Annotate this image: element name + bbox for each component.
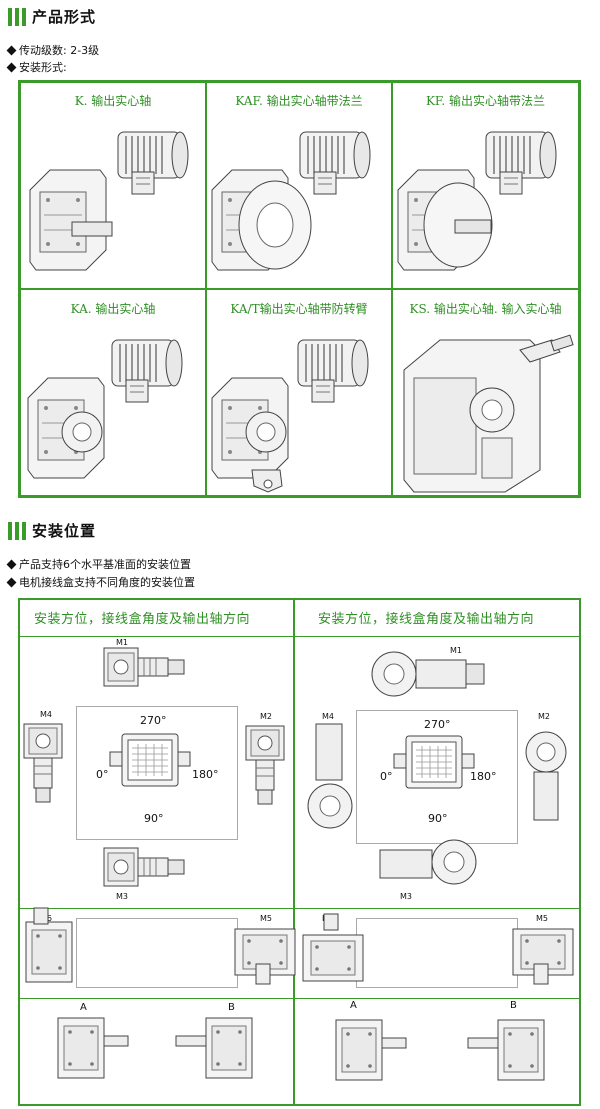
gearmotor-solid-shaft-icon bbox=[29, 131, 189, 271]
gearmotor-m4-icon bbox=[307, 723, 353, 829]
mounting-drawings bbox=[23, 647, 574, 1081]
gearmotor-m6-icon bbox=[302, 913, 364, 982]
section-header-product-forms: 产品形式 bbox=[8, 6, 96, 27]
pos-m2-label: M2 bbox=[538, 712, 550, 721]
product-label: KA. 输出实心轴 bbox=[70, 302, 156, 316]
angle-90-label: 90° bbox=[428, 812, 448, 825]
product-label: KF. 输出实心轴带法兰 bbox=[425, 94, 546, 108]
shaft-side-b-icon bbox=[175, 1017, 253, 1079]
angle-270-label: 270° bbox=[424, 718, 451, 731]
product-card-k: K. 输出实心轴 bbox=[20, 82, 206, 289]
product-drawings bbox=[27, 131, 574, 493]
shaft-side-b-label: B bbox=[510, 1000, 517, 1011]
section-title: 安装位置 bbox=[32, 522, 97, 540]
panel-divider bbox=[20, 998, 579, 999]
gearmotor-m5-icon bbox=[234, 928, 296, 985]
gearmotor-center-icon bbox=[393, 735, 475, 789]
product-card-ks: KS. 输出实心轴. 输入实心轴 bbox=[392, 289, 579, 496]
shaft-side-a-label: A bbox=[80, 1002, 87, 1013]
product-card-kaf: KAF. 输出实心轴带法兰 bbox=[206, 82, 392, 289]
product-label: KA/T输出实心轴带防转臂 bbox=[230, 302, 368, 316]
gearmotor-hollow-icon bbox=[27, 339, 183, 479]
angle-270-label: 270° bbox=[140, 714, 167, 727]
angle-90-label: 90° bbox=[144, 812, 164, 825]
shaft-side-b-label: B bbox=[228, 1002, 235, 1013]
product-label: KS. 输出实心轴. 输入实心轴 bbox=[409, 302, 562, 316]
product-grid: K. 输出实心轴 KAF. 输出实心轴带法兰 KF. 输出实心轴带法兰 KA. … bbox=[18, 80, 581, 498]
shaft-side-a-icon bbox=[335, 1019, 407, 1081]
product-label: K. 输出实心轴 bbox=[74, 94, 152, 108]
gearmotor-m5-icon bbox=[512, 928, 574, 985]
gearmotor-m1-icon bbox=[103, 647, 185, 687]
pos-m1-label: M1 bbox=[450, 646, 462, 655]
pos-m1-label: M1 bbox=[116, 638, 128, 647]
bullet-mount-form: 安装形式: bbox=[6, 59, 67, 75]
panel-divider bbox=[20, 636, 579, 637]
reducer-solid-input-icon bbox=[403, 334, 574, 493]
gearmotor-m6-icon bbox=[25, 907, 73, 983]
blank-box-left bbox=[76, 918, 238, 988]
pos-m5-label: M5 bbox=[536, 914, 548, 923]
bullet-stages: 传动级数: 2-3级 bbox=[6, 42, 99, 58]
gearmotor-flange-shaft-icon bbox=[397, 131, 557, 271]
gearmotor-m3-icon bbox=[379, 839, 477, 885]
panel-divider-vertical bbox=[293, 600, 295, 1104]
angle-180-label: 180° bbox=[192, 768, 219, 781]
pos-m2-label: M2 bbox=[260, 712, 272, 721]
diamond-bullet-icon bbox=[6, 577, 17, 587]
gearmotor-torque-arm-icon bbox=[211, 339, 369, 493]
pos-m5-label: M5 bbox=[260, 914, 272, 923]
angle-0-label: 0° bbox=[96, 768, 109, 781]
product-card-kf: KF. 输出实心轴带法兰 bbox=[392, 82, 579, 289]
diamond-bullet-icon bbox=[6, 559, 17, 569]
shaft-side-a-label: A bbox=[350, 1000, 357, 1011]
shaft-side-b-icon bbox=[467, 1019, 545, 1081]
gearmotor-m4-icon bbox=[23, 723, 63, 803]
gearmotor-center-icon bbox=[109, 733, 191, 787]
angle-0-label: 0° bbox=[380, 770, 393, 783]
angle-180-label: 180° bbox=[470, 770, 497, 783]
gearmotor-m2-icon bbox=[525, 731, 567, 821]
mounting-panel: 安装方位，接线盒角度及输出轴方向 安装方位，接线盒角度及输出轴方向 M1 M2 … bbox=[18, 598, 581, 1106]
gearmotor-m3-icon bbox=[103, 847, 185, 887]
product-card-ka-t: KA/T输出实心轴带防转臂 bbox=[206, 289, 392, 496]
product-label: KAF. 输出实心轴带法兰 bbox=[235, 94, 363, 108]
mounting-heading-left: 安装方位，接线盒角度及输出轴方向 bbox=[34, 612, 251, 627]
pos-m4-label: M4 bbox=[40, 710, 52, 719]
gearmotor-m2-icon bbox=[245, 725, 285, 805]
pos-m4-label: M4 bbox=[322, 712, 334, 721]
bullet-six-planes: 产品支持6个水平基准面的安装位置 bbox=[6, 556, 191, 572]
gearmotor-m1-icon bbox=[371, 651, 485, 697]
product-card-ka: KA. 输出实心轴 bbox=[20, 289, 206, 496]
section-title: 产品形式 bbox=[32, 8, 97, 26]
section-header-mounting-positions: 安装位置 bbox=[8, 520, 96, 541]
mounting-heading-right: 安装方位，接线盒角度及输出轴方向 bbox=[318, 612, 535, 627]
section-bars-icon bbox=[8, 7, 26, 26]
pos-m3-label: M3 bbox=[116, 892, 128, 901]
panel-divider bbox=[20, 908, 579, 909]
shaft-side-a-icon bbox=[57, 1017, 129, 1079]
section-bars-icon bbox=[8, 521, 26, 540]
pos-m3-label: M3 bbox=[400, 892, 412, 901]
bullet-terminal-box: 电机接线盒支持不同角度的安装位置 bbox=[6, 574, 195, 590]
blank-box-right bbox=[356, 918, 518, 988]
gearmotor-flange-icon bbox=[211, 131, 371, 271]
